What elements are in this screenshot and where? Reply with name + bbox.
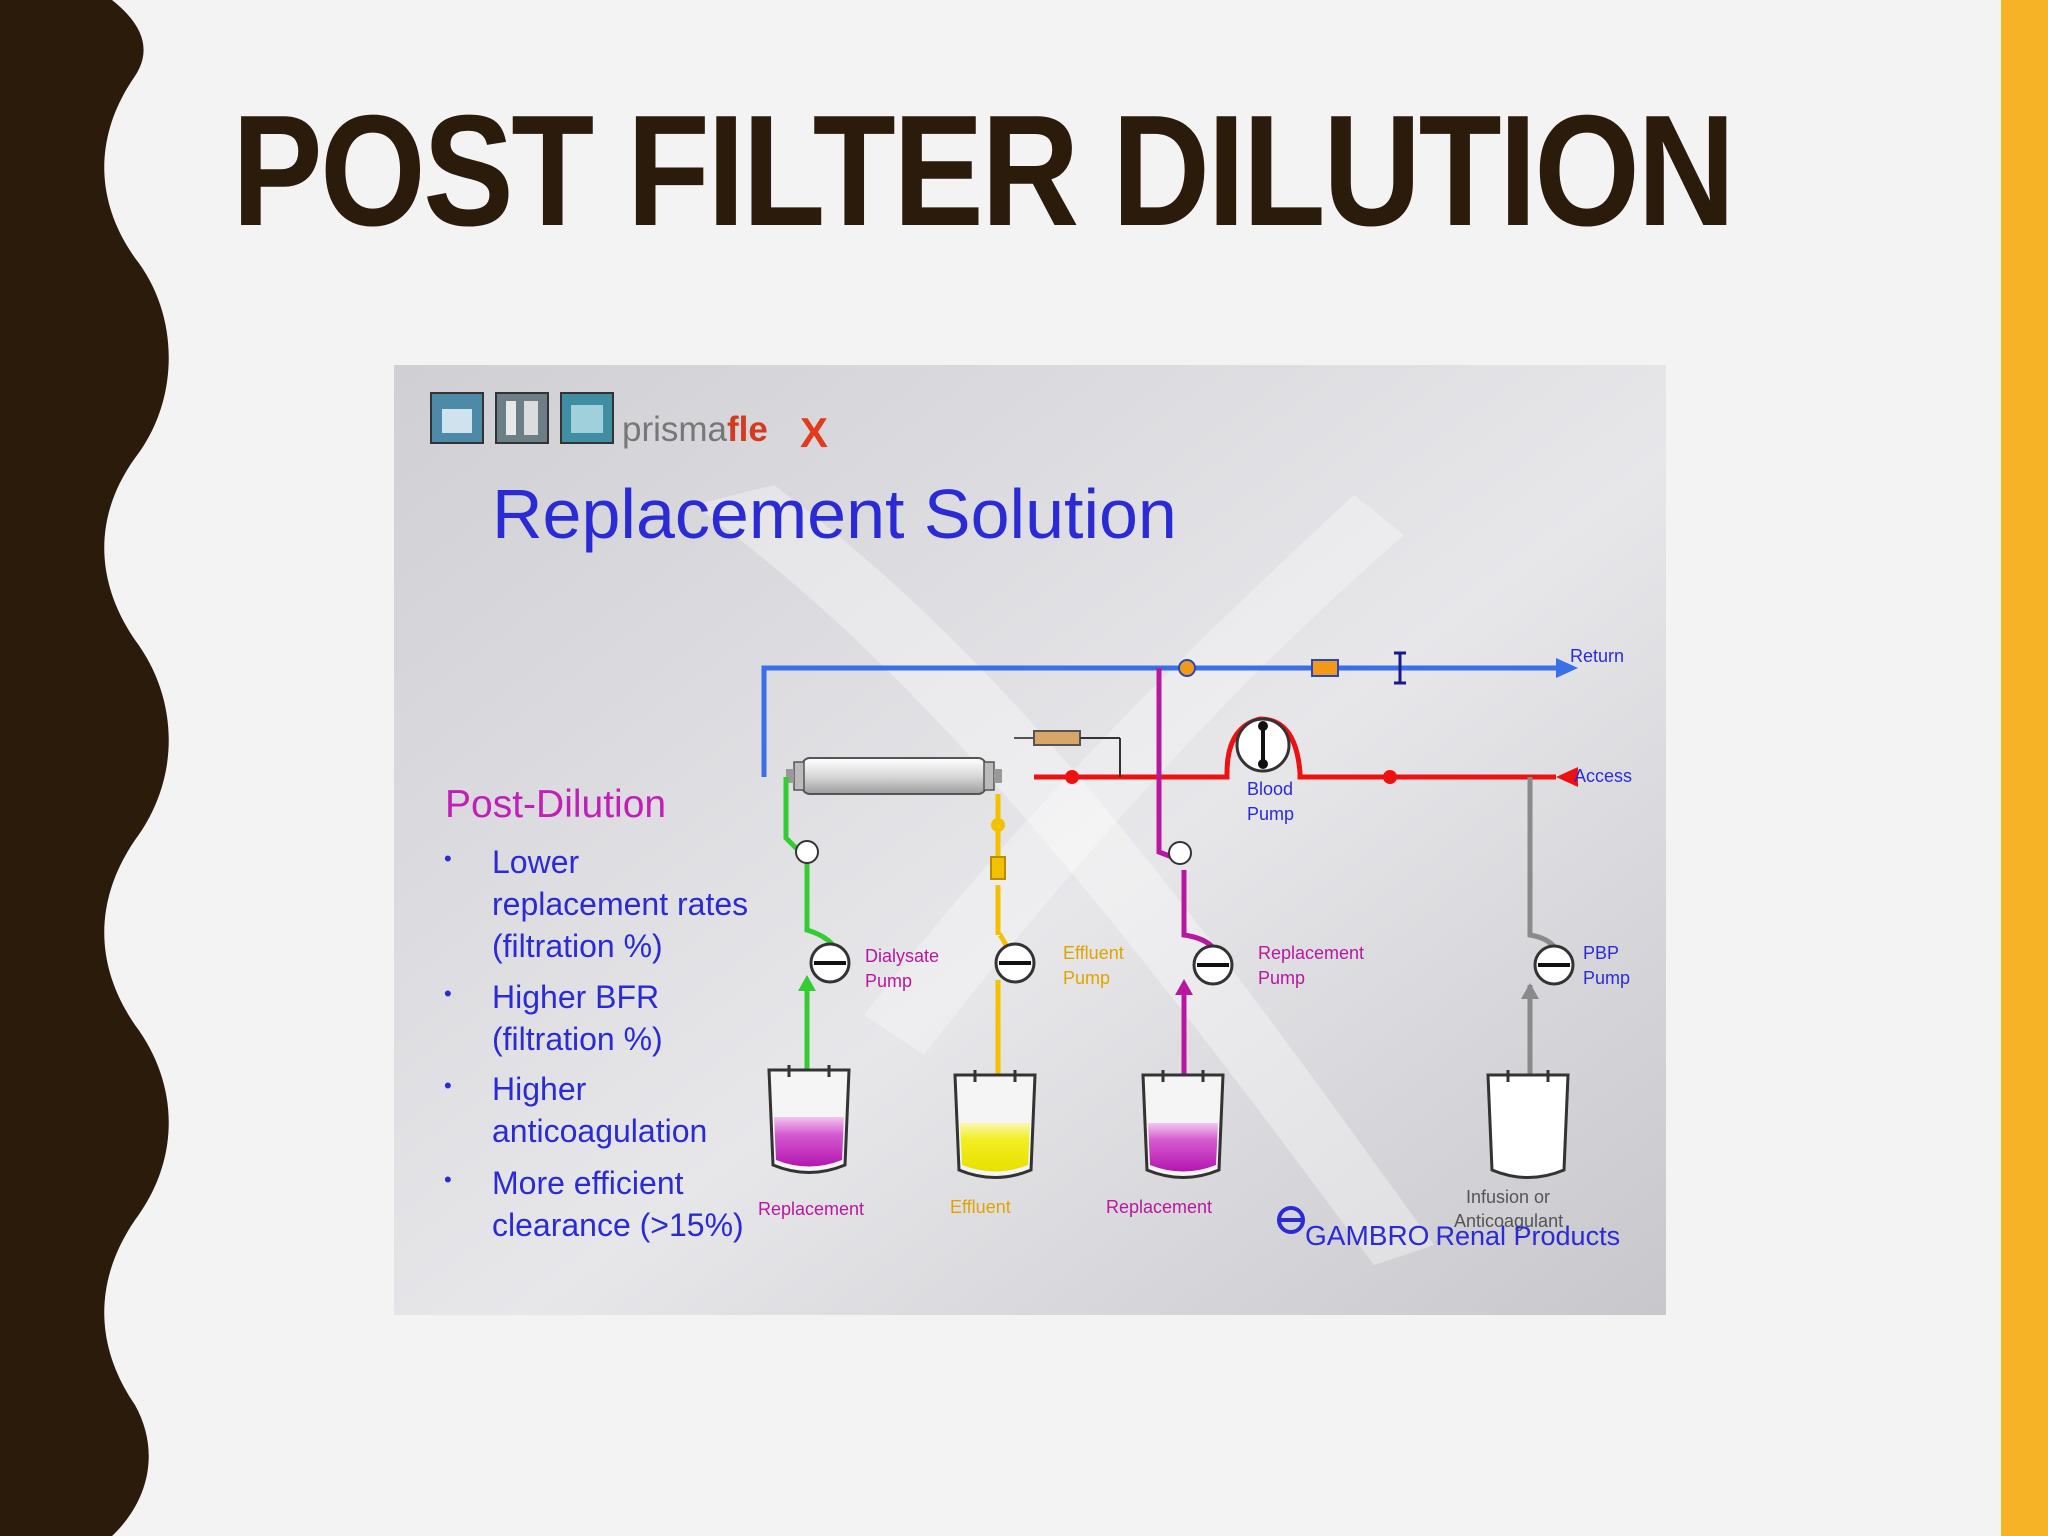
infusion-bag-label: Infusion or Anticoagulant — [1454, 1187, 1563, 1231]
dialysate-pump-label: Dialysate Pump — [865, 946, 944, 991]
effluent-blood-leak — [990, 856, 1006, 880]
bullet-dot: • — [444, 1167, 452, 1192]
slide-title: POST FILTER DILUTION — [232, 83, 1735, 259]
replacement-arrow — [1175, 979, 1193, 995]
bullet-dot: • — [444, 981, 452, 1006]
bullet-1-text: Lower replacement rates (filtration %) — [492, 844, 757, 964]
brand-thumbnails — [430, 392, 614, 444]
replacement-pump-label: Replacement Pump — [1258, 943, 1369, 988]
effluent-pump — [994, 942, 1036, 984]
access-sensor-1 — [1065, 770, 1079, 784]
post-dilution-bullets: • Lower replacement rates (filtration %)… — [444, 844, 757, 1243]
bullet-3-text: Higher anticoagulation — [492, 1071, 707, 1149]
gambro-logo-icon — [1277, 1206, 1305, 1234]
return-clamp — [1311, 659, 1339, 677]
left-wave-border — [0, 0, 169, 1536]
effluent-sensor — [991, 818, 1005, 832]
effluent-bag — [953, 1070, 1037, 1179]
bullet-dot: • — [444, 846, 452, 871]
pbp-pump-label: PBP Pump — [1583, 943, 1630, 988]
access-sensor-2 — [1383, 770, 1397, 784]
infusion-bag — [1486, 1070, 1570, 1179]
diagram-panel: prismafle X Replacement Solution — [394, 365, 1666, 1315]
brand-logo: prismafle — [622, 410, 768, 449]
return-arrow — [1556, 658, 1578, 678]
blood-pump — [1235, 717, 1291, 773]
panel-heading: Replacement Solution — [492, 475, 1177, 553]
x-watermark — [694, 485, 1434, 1265]
replacement-bag-2 — [1141, 1070, 1225, 1179]
return-line — [761, 665, 1556, 777]
replacement-bag-1-label: Replacement — [758, 1199, 864, 1219]
access-label: Access — [1574, 766, 1632, 786]
replacement-pump — [1192, 944, 1234, 986]
return-sensor — [1178, 659, 1196, 677]
replacement-bag-1 — [767, 1065, 851, 1174]
bullet-2-text: Higher BFR (filtration %) — [492, 979, 668, 1057]
access-arrow — [1556, 767, 1578, 787]
replacement-valve — [1168, 841, 1192, 865]
hemofilter — [786, 757, 1002, 795]
pbp-arrow — [1521, 983, 1539, 999]
post-dilution-title: Post-Dilution — [445, 783, 666, 826]
dialysate-valve — [795, 840, 819, 864]
effluent-bag-label: Effluent — [950, 1197, 1011, 1217]
effluent-pump-label: Effluent Pump — [1063, 943, 1129, 988]
dialysate-pump — [809, 942, 851, 984]
dialysate-arrow — [798, 975, 816, 991]
bullet-4-text: More efficient clearance (>15%) — [492, 1165, 744, 1243]
pbp-pump — [1533, 944, 1575, 986]
replacement-bag-2-label: Replacement — [1106, 1197, 1212, 1217]
bullet-dot: • — [444, 1073, 452, 1098]
blood-pump-label: Blood Pump — [1247, 779, 1298, 824]
syringe — [1014, 730, 1121, 777]
brand-x-mark: X — [800, 409, 828, 456]
return-label: Return — [1570, 646, 1624, 666]
air-detector — [1394, 651, 1406, 685]
right-accent-bar — [2001, 0, 2048, 1536]
